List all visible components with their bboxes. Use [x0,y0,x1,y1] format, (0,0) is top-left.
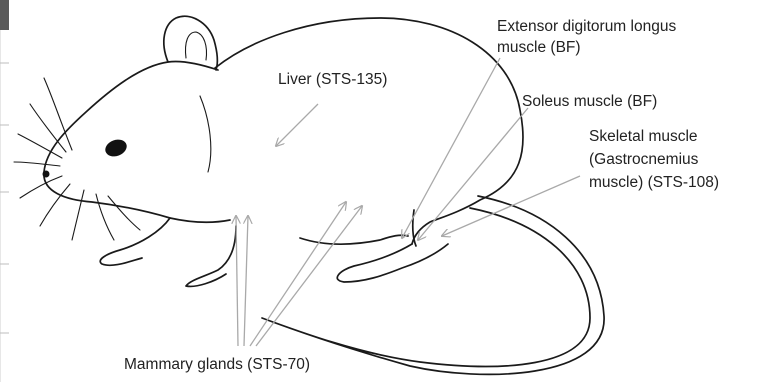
mouse-hind-leg [337,244,448,282]
mouse-head [44,61,230,222]
liver-arrow [276,104,318,146]
mouse-eye [103,137,129,160]
mammary-label: Mammary glands (STS-70) [124,356,310,373]
mouse-nose [43,171,50,178]
mouse-illustration [14,16,604,374]
mouse-front-leg-right [186,226,236,286]
skeletal-label-line1: Skeletal muscle [589,128,698,145]
liver-label: Liver (STS-135) [278,71,387,88]
mammary-arrow-3 [250,202,346,346]
skeletal-arrow [442,176,580,236]
mouse-ear-inner [185,32,206,60]
mouse-belly [300,235,408,244]
mouse-cheek [200,96,211,172]
extensor-label-line1: Extensor digitorum longus [497,18,676,35]
soleus-label: Soleus muscle (BF) [522,93,657,110]
mammary-arrow-4 [256,206,362,346]
skeletal-label-line3: muscle) (STS-108) [589,174,719,191]
skeletal-label-line2: (Gastrocnemius [589,151,699,168]
mammary-arrow-1 [236,216,238,346]
mouse-whiskers [14,78,140,240]
mammary-arrow-2 [244,216,248,346]
extensor-label-line2: muscle (BF) [497,39,581,56]
left-margin-fragment [0,0,9,382]
